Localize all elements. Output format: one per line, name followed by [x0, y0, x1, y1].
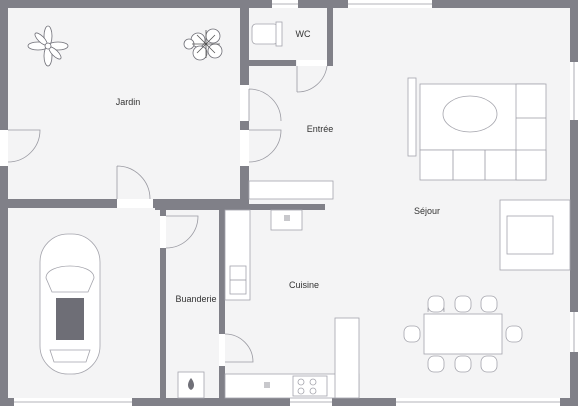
- doors: [7, 65, 328, 363]
- entree-console: [248, 180, 334, 200]
- dining-table-icon: [403, 295, 523, 373]
- sink-icon: [229, 265, 247, 295]
- kitchen-counter: [224, 209, 360, 399]
- room-labels: Jardin WC Entrée Séjour Buanderie Cuisin…: [116, 29, 440, 304]
- room-label-jardin: Jardin: [116, 97, 141, 107]
- room-label-buanderie: Buanderie: [175, 294, 216, 304]
- room-label-sejour: Séjour: [414, 206, 440, 216]
- car-icon: [39, 233, 101, 375]
- room-label-cuisine: Cuisine: [289, 280, 319, 290]
- toilet-icon: [251, 21, 283, 47]
- plant-icon: [183, 28, 223, 61]
- stove-icon: [264, 375, 328, 397]
- plant-icon: [27, 25, 69, 67]
- room-label-wc: WC: [296, 29, 311, 39]
- bed-icon: [499, 199, 571, 271]
- sofa-icon: [407, 77, 547, 181]
- boiler-icon: [177, 371, 205, 399]
- room-label-entree: Entrée: [307, 124, 334, 134]
